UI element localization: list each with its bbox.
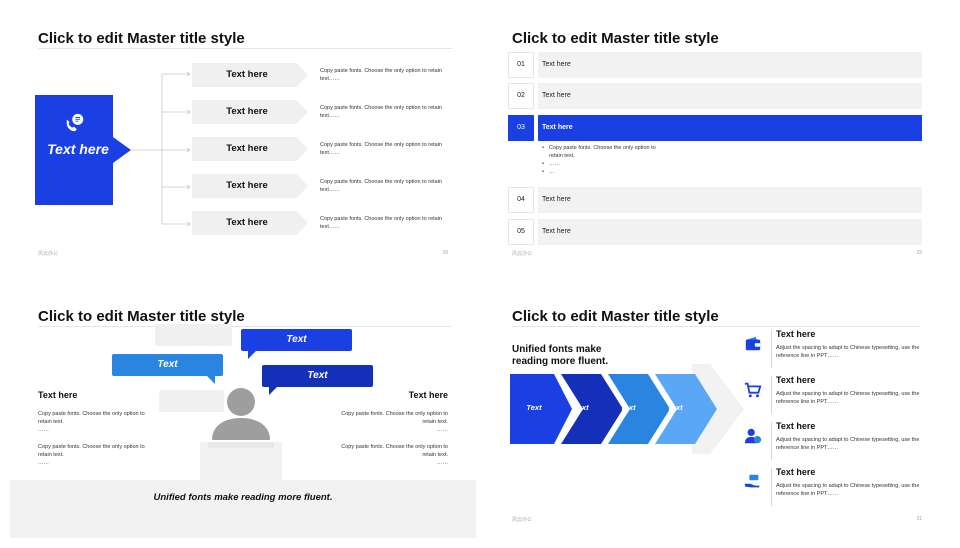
- wallet-icon: [745, 336, 761, 351]
- slide-31[interactable]: Click to edit Master title style Unified…: [484, 278, 960, 546]
- bottom-caption[interactable]: Unified fonts make reading more fluent.: [153, 492, 333, 503]
- chevron-step-first[interactable]: [510, 374, 572, 444]
- list-item-bg: [192, 211, 308, 235]
- item-divider: [771, 468, 772, 506]
- row-number[interactable]: 04: [508, 187, 534, 213]
- slide-29[interactable]: Click to edit Master title style 01 Text…: [484, 0, 960, 268]
- item-divider: [771, 330, 772, 368]
- placeholder-bubble: [155, 324, 232, 346]
- row-label[interactable]: Text here: [538, 52, 922, 78]
- user-money-icon: [744, 428, 762, 444]
- list-item-desc[interactable]: Copy paste fonts. Choose the only option…: [320, 68, 442, 82]
- row-label[interactable]: Text here: [538, 219, 922, 245]
- shopping-cart-icon: [744, 382, 762, 398]
- chevron-label: Text: [526, 403, 542, 412]
- slide-title[interactable]: Click to edit Master title style: [512, 30, 719, 47]
- slide-title[interactable]: Click to edit Master title style: [38, 30, 245, 47]
- left-paragraph-tail: ……: [38, 460, 49, 466]
- list-item-bg: [192, 100, 308, 124]
- speech-bubble[interactable]: Text: [262, 365, 373, 387]
- slide-28[interactable]: Click to edit Master title style Text he…: [0, 0, 476, 268]
- chevron-label: Text: [573, 403, 589, 412]
- right-paragraph[interactable]: Copy paste fonts. Choose the only option…: [341, 444, 448, 458]
- chevron-label: Text: [620, 403, 636, 412]
- item-heading[interactable]: Text here: [776, 375, 816, 385]
- list-item-bg: [192, 174, 308, 198]
- right-paragraph-tail: ……: [437, 427, 448, 433]
- item-desc[interactable]: Adjust the spacing to adapt to Chinese t…: [776, 437, 920, 451]
- speech-bubble[interactable]: Text: [112, 354, 223, 376]
- item-heading[interactable]: Text here: [776, 467, 816, 477]
- item-heading[interactable]: Text here: [776, 329, 816, 339]
- page-number: 28: [442, 250, 448, 256]
- list-item-label[interactable]: Text here: [226, 143, 268, 154]
- item-divider: [771, 422, 772, 460]
- chevron-label: Text: [667, 403, 683, 412]
- page-number: 29: [916, 250, 922, 256]
- hero-pointer: [113, 137, 131, 163]
- row-number-active[interactable]: 03: [508, 115, 534, 141]
- slide-title[interactable]: Click to edit Master title style: [512, 308, 719, 325]
- bullet-item: …: [542, 168, 662, 176]
- left-paragraph[interactable]: Copy paste fonts. Choose the only option…: [38, 444, 145, 458]
- left-heading[interactable]: Text here: [38, 390, 78, 400]
- list-item-bg: [192, 137, 308, 161]
- hero-text[interactable]: Text here: [47, 141, 109, 157]
- speaker-person-icon: [200, 388, 282, 482]
- bubble-tail: [248, 351, 256, 359]
- footer-brand: 风云办公: [38, 251, 59, 257]
- footer-brand: 风云办公: [512, 517, 533, 523]
- bullet-item: ……: [542, 160, 662, 168]
- left-paragraph[interactable]: Copy paste fonts. Choose the only option…: [38, 411, 145, 425]
- list-item-desc[interactable]: Copy paste fonts. Choose the only option…: [320, 216, 442, 230]
- bullet-list[interactable]: Copy paste fonts. Choose the only option…: [542, 144, 662, 176]
- item-desc[interactable]: Adjust the spacing to adapt to Chinese t…: [776, 391, 920, 405]
- right-heading[interactable]: Text here: [408, 390, 448, 400]
- row-label[interactable]: Text here: [538, 187, 922, 213]
- list-item-desc[interactable]: Copy paste fonts. Choose the only option…: [320, 105, 442, 119]
- lead-text[interactable]: Unified fonts make reading more fluent.: [512, 344, 609, 367]
- right-paragraph[interactable]: Copy paste fonts. Choose the only option…: [341, 411, 448, 425]
- row-label-active[interactable]: Text here: [538, 115, 922, 141]
- title-divider: [38, 326, 452, 327]
- title-divider: [38, 48, 452, 49]
- right-paragraph-tail: ……: [437, 460, 448, 466]
- list-item-bg: [192, 63, 308, 87]
- placeholder-bubble: [159, 390, 224, 412]
- list-item-desc[interactable]: Copy paste fonts. Choose the only option…: [320, 142, 442, 156]
- phone-chat-icon: [66, 113, 84, 132]
- speech-bubble[interactable]: Text: [241, 329, 352, 351]
- item-divider: [771, 376, 772, 414]
- bubble-tail: [269, 387, 277, 395]
- bottom-banner: [10, 480, 476, 538]
- list-item-label[interactable]: Text here: [226, 106, 268, 117]
- item-desc[interactable]: Adjust the spacing to adapt to Chinese t…: [776, 345, 920, 359]
- connector-lines: [131, 71, 191, 227]
- title-divider: [512, 326, 920, 327]
- hero-box[interactable]: [35, 95, 113, 205]
- item-desc[interactable]: Adjust the spacing to adapt to Chinese t…: [776, 483, 920, 497]
- row-label[interactable]: Text here: [538, 83, 922, 109]
- slide-30[interactable]: Click to edit Master title style Text Te…: [0, 278, 476, 546]
- chevron-step[interactable]: [561, 374, 623, 444]
- slide-title[interactable]: Click to edit Master title style: [38, 308, 245, 325]
- hand-cash-icon: [744, 474, 760, 488]
- left-paragraph-tail: ……: [38, 427, 49, 433]
- row-number[interactable]: 01: [508, 52, 534, 78]
- chevron-step[interactable]: [608, 374, 670, 444]
- list-item-label[interactable]: Text here: [226, 180, 268, 191]
- list-item-desc[interactable]: Copy paste fonts. Choose the only option…: [320, 179, 442, 193]
- bubble-tail: [207, 376, 215, 384]
- list-item-label[interactable]: Text here: [226, 217, 268, 228]
- footer-brand: 风云办公: [512, 251, 533, 257]
- row-number[interactable]: 05: [508, 219, 534, 245]
- bullet-item: Copy paste fonts. Choose the only option…: [542, 144, 662, 160]
- page-number: 31: [916, 516, 922, 522]
- list-item-label[interactable]: Text here: [226, 69, 268, 80]
- chevron-step[interactable]: [655, 374, 717, 444]
- row-number[interactable]: 02: [508, 83, 534, 109]
- item-heading[interactable]: Text here: [776, 421, 816, 431]
